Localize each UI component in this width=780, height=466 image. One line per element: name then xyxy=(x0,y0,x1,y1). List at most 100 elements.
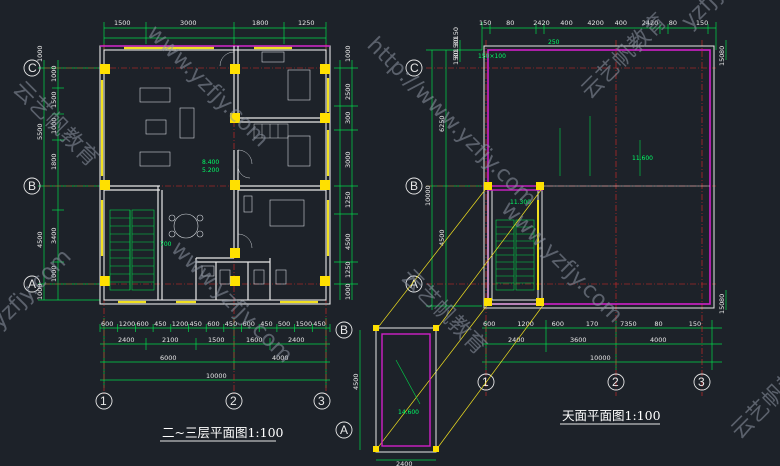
left-top-dim: 1250 xyxy=(298,19,315,27)
roof-bubble-c: C xyxy=(410,61,419,75)
roof-bubble-3: 3 xyxy=(698,375,705,389)
left-bottom2-dim: 2400 xyxy=(118,336,135,344)
left-right-dim: 4500 xyxy=(344,233,352,250)
left-bottom1-dim: 1200 xyxy=(119,320,136,328)
left-inner-dim: 3400 xyxy=(50,227,58,244)
level-label-700: 700 xyxy=(160,241,172,248)
left-bottom1-dim: 450 xyxy=(154,320,166,328)
stair-level-14600: 14.600 xyxy=(398,409,419,416)
roof-right-dim: 80 xyxy=(718,294,726,302)
roof-bottom1-dim: 150 xyxy=(689,320,701,328)
roof-right-dim: 150 xyxy=(718,54,726,66)
grid-bubble-2: 2 xyxy=(230,394,237,408)
roof-bottom2-dim: 3600 xyxy=(570,336,587,344)
roof-bottom1-dim: 80 xyxy=(654,320,662,328)
left-bottom1-dim: 600 xyxy=(243,320,255,328)
roof-bottom1-dim: 600 xyxy=(483,320,495,328)
roof-bubble-1: 1 xyxy=(482,375,489,389)
left-bottom3-dim: 4000 xyxy=(272,354,289,362)
grid-bubble-a: A xyxy=(28,277,36,291)
left-bottom4-dim: 10000 xyxy=(206,372,227,380)
watermark-layer: 云艺帆教育 www.yzfjy.com http://www.yzfjy.com… xyxy=(0,0,780,444)
left-inner-dim: 1000 xyxy=(50,65,58,82)
left-top-dim: 1500 xyxy=(114,19,131,27)
grid-bubble-b: B xyxy=(28,179,36,193)
roof-top-dim: 400 xyxy=(560,19,572,27)
roof-level-11300: 11.300 xyxy=(510,199,531,206)
roof-top-dim: 150 xyxy=(479,19,491,27)
roof-bottom1-dim: 1200 xyxy=(517,320,534,328)
watermark-url: www.yzfjy.com xyxy=(496,197,628,329)
left-bottom2-dim: 1600 xyxy=(246,336,263,344)
roof-bubble-2: 2 xyxy=(612,375,619,389)
left-top-dim: 1800 xyxy=(252,19,269,27)
left-inner-dim: 1500 xyxy=(50,91,58,108)
left-bottom2-dim: 1500 xyxy=(208,336,225,344)
left-side-dim: 1000 xyxy=(36,45,44,62)
stair-bubble-a: A xyxy=(340,423,348,437)
left-floor-plan: 8.400 5.200 700 1500 3000 1800 1250 6001… xyxy=(23,19,358,442)
left-bottom1-dim: 600 xyxy=(207,320,219,328)
roof-bottom2-dim: 2400 xyxy=(508,336,525,344)
roof-inner-dim: 150 xyxy=(452,40,460,52)
left-bottom3-dim: 6000 xyxy=(160,354,177,362)
watermark-url: yzfjy.com xyxy=(677,0,767,34)
roof-bubble-b: B xyxy=(410,179,418,193)
left-inner-dim: 1800 xyxy=(50,153,58,170)
left-bottom2-dim: 2400 xyxy=(288,336,305,344)
roof-top-dim: 400 xyxy=(615,19,627,27)
left-bottom1-dim: 1200 xyxy=(172,320,189,328)
roof-bubble-a: A xyxy=(410,277,418,291)
left-inner-dim: 1000 xyxy=(50,117,58,134)
roof-top-dim: 4200 xyxy=(587,19,604,27)
left-side-dim: 1000 xyxy=(36,283,44,300)
level-label-8400: 8.400 xyxy=(202,159,219,166)
roof-side-dim: 10000 xyxy=(424,185,432,206)
roof-side-dim: 6250 xyxy=(438,115,446,132)
left-bottom1-dim: 450 xyxy=(260,320,272,328)
watermark-brand: 云艺帆教育 xyxy=(396,265,491,360)
left-right-dim: 3000 xyxy=(344,151,352,168)
grid-bubble-1: 1 xyxy=(100,394,107,408)
left-right-dim: 1000 xyxy=(344,283,352,300)
stair-dim-4500: 4500 xyxy=(352,373,360,390)
left-stair xyxy=(109,209,155,291)
roof-top-dim: 2420 xyxy=(533,19,550,27)
stair-bubble-b: B xyxy=(340,323,348,337)
left-side-dim: 5500 xyxy=(36,123,44,140)
left-bottom1-dim: 1500 xyxy=(296,320,313,328)
roof-top-dim: 80 xyxy=(506,19,514,27)
furniture xyxy=(139,51,311,285)
roof-inner-dim: 80 xyxy=(452,38,460,46)
grid-bubble-c: C xyxy=(28,61,37,75)
roof-top-dim: 80 xyxy=(669,19,677,27)
roof-level-11600: 11.600 xyxy=(632,155,653,162)
grid-bubble-3: 3 xyxy=(318,394,325,408)
roof-grid-bubbles: C B A 1 2 3 xyxy=(405,59,711,391)
left-bottom2-dim: 2100 xyxy=(162,336,179,344)
roof-right-dim: 80 xyxy=(718,46,726,54)
roof-inner-dim: 80 xyxy=(452,50,460,58)
left-bottom1-dim: 450 xyxy=(190,320,202,328)
watermark-url: www.yzfjy.com xyxy=(142,21,274,153)
roof-top-dim: 150 xyxy=(696,19,708,27)
left-bottom1-dim: 500 xyxy=(278,320,290,328)
roof-plan-title: 天面平面图1:100 xyxy=(562,408,661,423)
roof-top-dim: 2420 xyxy=(642,19,659,27)
left-inner-dim: 1000 xyxy=(50,265,58,282)
roof-bottom1-dim: 170 xyxy=(586,320,598,328)
roof-bottom1-dim: 7350 xyxy=(620,320,637,328)
roof-note-150x100: 150×100 xyxy=(478,53,506,60)
left-bottom1-dim: 600 xyxy=(101,320,113,328)
left-top-dim: 3000 xyxy=(180,19,197,27)
level-label-5200: 5.200 xyxy=(202,167,219,174)
left-plan-title: 二~三层平面图1:100 xyxy=(162,425,284,440)
left-grid-bubbles: C B A 1 2 3 xyxy=(23,59,331,410)
roof-inner-dim: 150 xyxy=(452,27,460,39)
left-bottom1-dim: 450 xyxy=(313,320,325,328)
stair-dim-2400: 2400 xyxy=(396,460,413,466)
roof-side-dim: 4500 xyxy=(438,229,446,246)
left-bottom1-dim: 450 xyxy=(225,320,237,328)
